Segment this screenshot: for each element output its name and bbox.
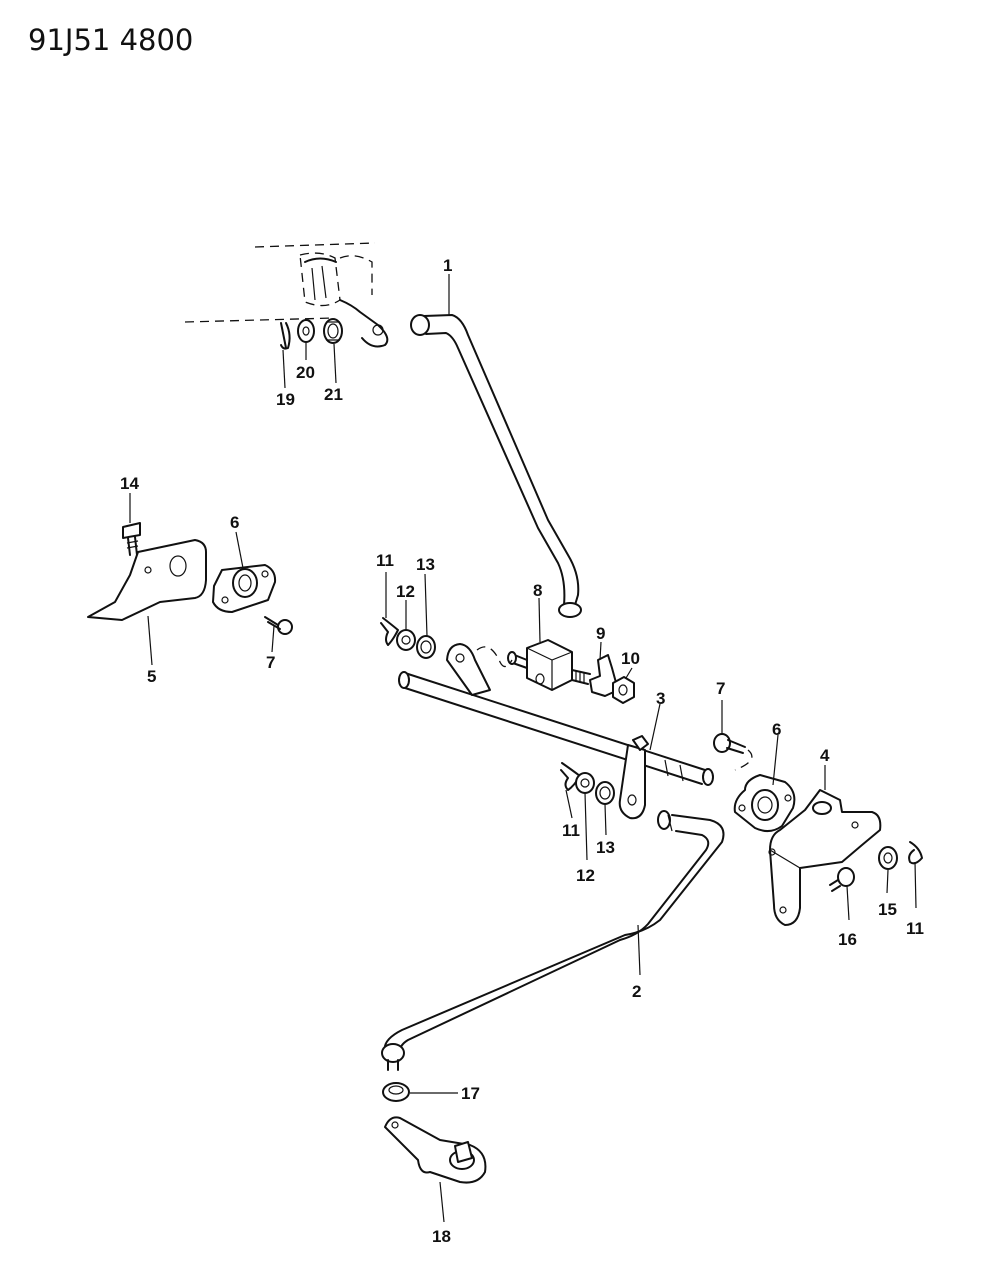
callout-11-right: 11 xyxy=(906,919,924,938)
clip-9 xyxy=(589,654,619,697)
callout-7-left: 7 xyxy=(266,653,275,672)
callout-18: 18 xyxy=(432,1227,451,1246)
screw-16 xyxy=(829,867,855,892)
callout-19: 19 xyxy=(276,390,295,409)
callout-5: 5 xyxy=(147,667,156,686)
callout-6-left: 6 xyxy=(230,513,239,532)
bushing-13-lower xyxy=(595,781,615,805)
swivel-block-8 xyxy=(507,639,591,691)
callout-13-upper: 13 xyxy=(416,555,435,574)
frame-mount-outline xyxy=(184,242,389,348)
callout-20: 20 xyxy=(296,363,315,382)
bushing-plate-6-left xyxy=(212,564,277,613)
callout-15: 15 xyxy=(878,900,897,919)
bushing-plate-6-right xyxy=(733,774,796,832)
callout-2: 2 xyxy=(632,982,641,1001)
callout-10: 10 xyxy=(621,649,640,668)
bracket-5 xyxy=(87,539,207,621)
callout-3: 3 xyxy=(656,689,665,708)
nut-10 xyxy=(612,676,635,704)
callout-4: 4 xyxy=(820,746,830,765)
callout-11-lower: 11 xyxy=(562,821,580,840)
callout-16: 16 xyxy=(838,930,857,949)
callout-1: 1 xyxy=(443,256,452,275)
leader-lines xyxy=(129,274,917,1223)
bracket-4 xyxy=(768,789,882,926)
callout-11-upper: 11 xyxy=(376,551,394,570)
callout-12-upper: 12 xyxy=(396,582,415,601)
callout-6-right: 6 xyxy=(772,720,781,739)
upper-shift-rod-1 xyxy=(410,314,582,618)
washer-15 xyxy=(878,846,898,870)
cotter-pin-11-right xyxy=(908,841,923,865)
washer-12-lower xyxy=(575,772,595,794)
screw-7-right xyxy=(713,733,753,771)
bolt-14 xyxy=(122,522,141,556)
washer-12-upper xyxy=(396,629,416,651)
callout-21: 21 xyxy=(324,385,343,404)
callout-17: 17 xyxy=(461,1084,480,1103)
washer-20 xyxy=(297,319,315,343)
bushing-17 xyxy=(382,1082,410,1102)
callout-8: 8 xyxy=(533,581,542,600)
bushing-21 xyxy=(323,318,343,344)
screw-7-left xyxy=(264,616,293,635)
callout-12-lower: 12 xyxy=(576,866,595,885)
cotter-pin-11-upper xyxy=(380,617,399,646)
callout-9: 9 xyxy=(596,624,605,643)
lever-18 xyxy=(384,1116,487,1184)
callout-labels: 1 2 3 4 5 6 6 7 7 8 9 10 11 11 11 12 12 … xyxy=(120,256,924,1246)
cotter-pin-19 xyxy=(280,322,291,350)
bushing-13-upper xyxy=(416,635,436,659)
callout-14: 14 xyxy=(120,474,139,493)
lower-shift-rod-2 xyxy=(381,810,725,1071)
callout-7-right: 7 xyxy=(716,679,725,698)
cross-shaft-3 xyxy=(398,643,714,820)
callout-13-lower: 13 xyxy=(596,838,615,857)
diagram-code: 91J51 4800 xyxy=(28,23,193,57)
cotter-pin-11-lower xyxy=(560,762,581,791)
